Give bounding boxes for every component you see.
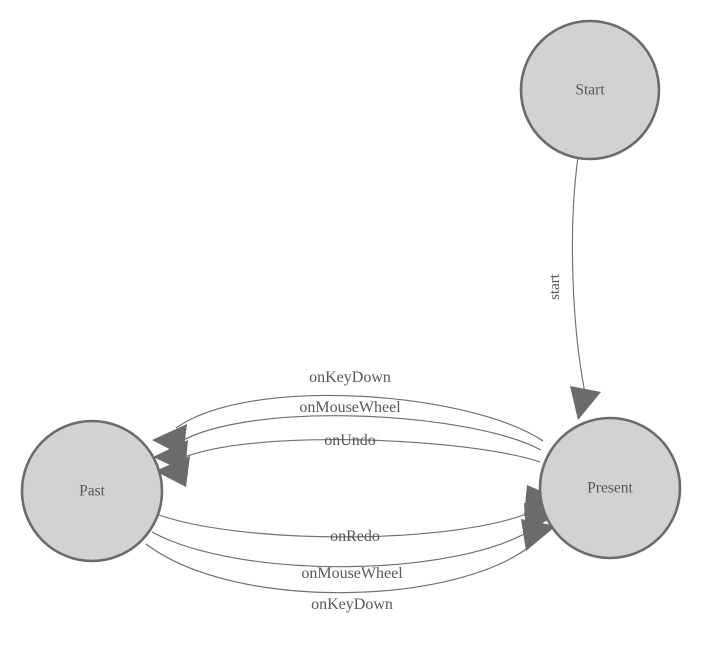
edge-label-present-past-2: onMouseWheel <box>299 399 401 416</box>
node-past-circle <box>20 419 164 563</box>
node-past-label: Past <box>79 483 106 500</box>
edge-path-present-past-2 <box>177 415 542 451</box>
edge-label-past-present-2: onMouseWheel <box>301 565 403 582</box>
node-start-circle <box>519 19 661 161</box>
edge-path-start-present <box>571 156 587 399</box>
node-start-label: Start <box>575 82 605 99</box>
node-present-label: Present <box>587 480 633 497</box>
node-start[interactable]: Start <box>519 19 661 161</box>
edge-path-past-present-3 <box>145 542 535 594</box>
edge-label-present-past-3: onUndo <box>324 432 376 449</box>
edge-past-to-present-onredo[interactable]: onRedo <box>158 485 559 545</box>
node-past[interactable]: Past <box>20 419 164 563</box>
arrowhead-present-past-3 <box>155 456 190 487</box>
edge-label-past-present-1: onRedo <box>330 528 380 545</box>
edge-path-present-past-3 <box>179 439 541 463</box>
edge-label-present-past-1: onKeyDown <box>309 369 391 386</box>
arrowhead-past-present-3 <box>521 519 556 551</box>
node-present-circle <box>538 416 682 560</box>
node-present[interactable]: Present <box>538 416 682 560</box>
edge-start-to-present[interactable]: start <box>547 156 601 420</box>
edge-label-start: start <box>547 273 563 300</box>
edge-past-to-present-onkeydown[interactable]: onKeyDown <box>145 519 556 613</box>
edge-path-past-present-1 <box>158 509 537 538</box>
edge-path-present-past-1 <box>175 394 544 442</box>
edge-label-past-present-3: onKeyDown <box>311 596 393 613</box>
edge-present-to-past-onundo[interactable]: onUndo <box>155 432 541 487</box>
edge-path-past-present-2 <box>151 526 537 568</box>
arrowhead-start-present <box>570 386 601 420</box>
